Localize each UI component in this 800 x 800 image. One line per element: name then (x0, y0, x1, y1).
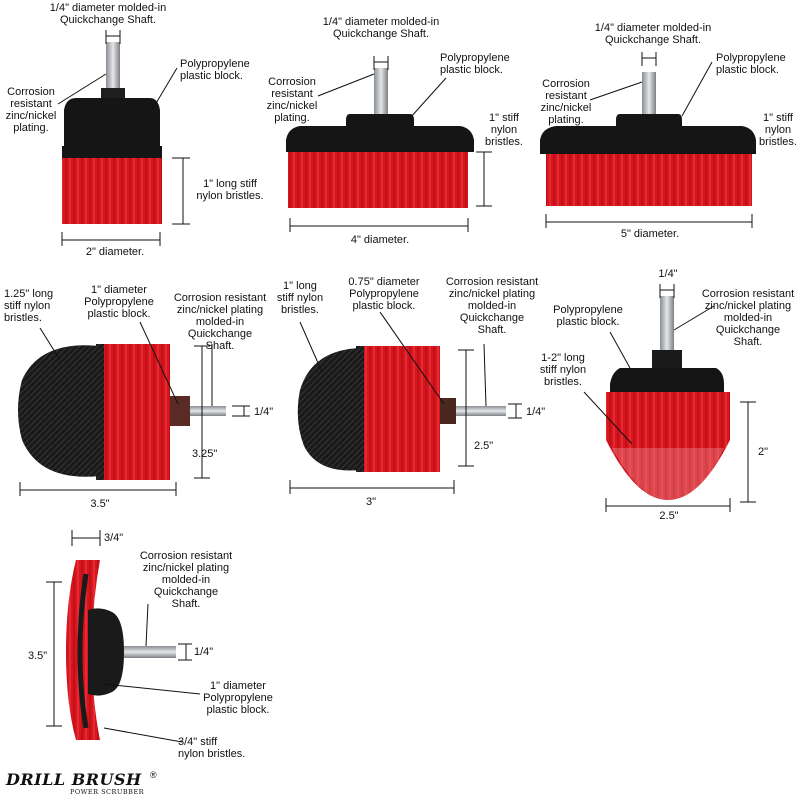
block (64, 98, 160, 150)
bristles (546, 154, 752, 206)
wheel-thickness-dim: 3/4" (104, 532, 124, 544)
wheel-shaft-dim: 1/4" (194, 646, 214, 658)
shaft (190, 406, 226, 416)
round-large-height-dim: 3.25" (192, 448, 218, 460)
shaft (374, 68, 388, 114)
round-large-shaft-dim: 1/4" (254, 406, 274, 418)
flat-5in-diameter-label: 5" diameter. (620, 228, 680, 240)
round-large-width-dim: 3.5" (90, 498, 110, 510)
block (540, 126, 756, 154)
wheel-diameter-dim: 3.5" (28, 650, 48, 662)
shaft (106, 42, 120, 90)
brush-round-small (289, 311, 522, 494)
brush-cone (583, 284, 756, 512)
bristles (288, 152, 468, 208)
bristles (606, 392, 730, 500)
round-small-height-dim: 2.5" (474, 440, 494, 452)
shaft (660, 296, 674, 350)
block (440, 398, 456, 424)
round-small-width-dim: 3" (365, 496, 377, 508)
shaft (124, 646, 176, 658)
logo-text: DRILL BRUSH (6, 770, 142, 789)
bristles-black (297, 348, 360, 471)
cone-width-dim: 2.5" (659, 510, 679, 522)
block (88, 608, 124, 696)
block (170, 396, 190, 426)
shaft (642, 72, 656, 114)
shaft (456, 406, 506, 416)
round-small-shaft-dim: 1/4" (526, 406, 546, 418)
brush-round-large (18, 321, 250, 496)
brush-wheel (46, 530, 201, 743)
block (286, 126, 474, 152)
bristles-black (18, 345, 100, 477)
brush-flat-2in (57, 30, 190, 246)
brush-flat-5in (540, 52, 756, 228)
cone-height-dim: 2" (758, 446, 769, 458)
logo-subtext: POWER SCRUBBER (70, 788, 145, 796)
block (610, 368, 724, 392)
bristles (66, 560, 100, 740)
registered-mark: ® (150, 770, 157, 780)
flat-2in-diameter-label: 2" diameter. (85, 246, 145, 258)
bristles-red (356, 346, 440, 472)
bristles (62, 158, 162, 224)
drillbrush-logo: DRILL BRUSH POWER SCRUBBER ® (6, 770, 166, 798)
brush-flat-4in (286, 56, 492, 232)
bristles-red (96, 344, 170, 480)
cone-shaft-dim: 1/4" (658, 268, 678, 280)
flat-4in-diameter-label: 4" diameter. (350, 234, 410, 246)
